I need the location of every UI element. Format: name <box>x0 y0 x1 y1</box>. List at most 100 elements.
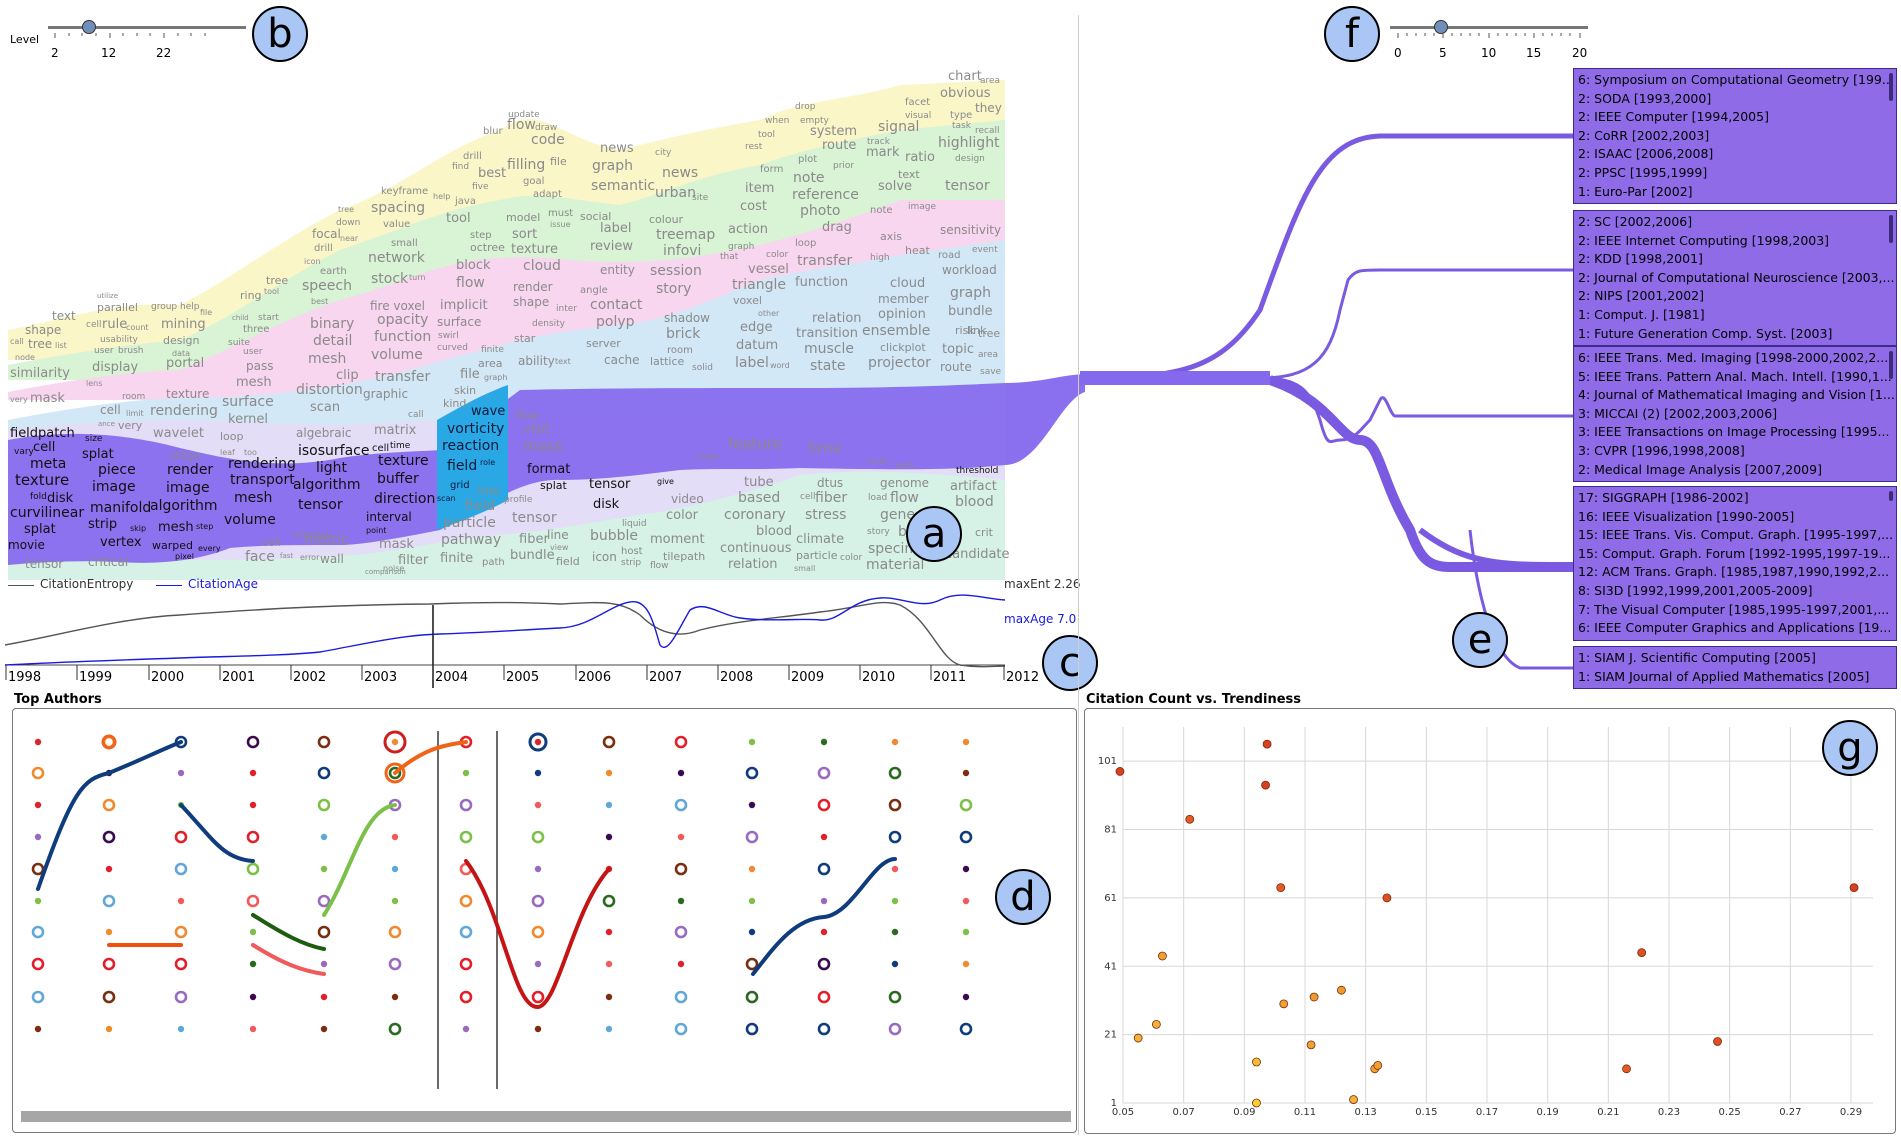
topic-word[interactable]: member <box>878 292 929 306</box>
topic-word[interactable]: opacity <box>377 312 429 328</box>
author-dot[interactable] <box>459 894 473 908</box>
panel-divider[interactable] <box>1078 15 1079 1135</box>
topic-word[interactable]: flow <box>516 409 539 422</box>
author-dot[interactable] <box>391 897 399 905</box>
author-dot[interactable] <box>249 801 257 809</box>
topic-word[interactable]: transfer <box>375 369 431 385</box>
venue-dendrogram[interactable] <box>1080 60 1580 700</box>
topic-word[interactable]: display <box>92 360 139 375</box>
topic-word[interactable]: time <box>390 441 411 451</box>
topic-word[interactable]: rule <box>102 317 128 332</box>
topic-word[interactable]: text <box>555 357 571 366</box>
topic-word[interactable]: voxel <box>733 294 762 307</box>
author-dot[interactable] <box>745 957 759 971</box>
author-dot[interactable] <box>391 993 399 1001</box>
topic-word[interactable]: best <box>478 166 507 181</box>
topic-word[interactable]: rest <box>745 142 763 152</box>
topic-word[interactable]: network <box>368 250 425 266</box>
topic-word[interactable]: update <box>508 110 540 120</box>
author-dot[interactable] <box>674 798 688 812</box>
author-dot[interactable] <box>34 801 42 809</box>
scatter-point[interactable] <box>1382 893 1392 903</box>
topic-word[interactable]: video <box>671 492 704 506</box>
topic-word[interactable]: issue <box>550 220 571 229</box>
topic-word[interactable]: shape <box>25 323 62 337</box>
author-dot[interactable] <box>820 928 828 936</box>
topic-word[interactable]: mesh <box>234 490 273 506</box>
topic-word[interactable]: continuous <box>720 541 792 556</box>
scatter-point[interactable] <box>1261 780 1270 790</box>
topic-word[interactable]: field <box>556 555 580 568</box>
topic-word[interactable]: skip <box>130 524 147 533</box>
topic-word[interactable]: near <box>340 234 359 243</box>
topic-word[interactable]: star <box>514 332 536 345</box>
topic-word[interactable]: fiber <box>815 490 848 506</box>
venue-item[interactable]: 2: IEEE Computer [1994,2005] <box>1578 109 1769 125</box>
topic-word[interactable]: photo <box>800 203 841 219</box>
topic-word[interactable]: triangle <box>732 277 786 293</box>
topic-word[interactable]: relation <box>728 557 778 572</box>
topic-word[interactable]: matrix <box>374 423 417 438</box>
author-dot[interactable] <box>959 830 973 844</box>
topic-word[interactable]: detail <box>313 333 353 349</box>
author-dot[interactable] <box>459 957 473 971</box>
topic-word[interactable]: flow <box>650 561 669 571</box>
venue-group-box[interactable]: 6: Symposium on Computational Geometry [… <box>1573 68 1897 205</box>
author-dot[interactable] <box>531 925 545 939</box>
topic-word[interactable]: text <box>898 168 920 181</box>
author-dot[interactable] <box>748 928 756 936</box>
topic-word[interactable]: entity <box>600 263 635 277</box>
year-slider-handle[interactable] <box>1434 20 1448 34</box>
topic-word[interactable]: solve <box>878 179 913 194</box>
topic-word[interactable]: usability <box>100 335 138 345</box>
venue-item[interactable]: 15: Comput. Graph. Forum [1992-1995,1997… <box>1578 545 1891 561</box>
author-dot[interactable] <box>888 798 902 812</box>
topic-word[interactable]: transfer <box>797 253 853 269</box>
topic-word[interactable]: step <box>196 522 214 531</box>
topic-word[interactable]: reference <box>792 187 859 203</box>
author-dot[interactable] <box>677 897 685 905</box>
topic-word[interactable]: crit <box>975 526 993 539</box>
topic-word[interactable]: loop <box>795 238 817 249</box>
author-dot[interactable] <box>174 862 188 876</box>
author-dot[interactable] <box>891 897 899 905</box>
topic-word[interactable]: shadow <box>664 311 710 325</box>
topic-word[interactable]: cache <box>604 353 640 367</box>
author-dot[interactable] <box>177 897 185 905</box>
scatter-point[interactable] <box>1158 951 1167 961</box>
topic-word[interactable]: graph <box>950 285 991 301</box>
author-dot[interactable] <box>602 894 616 908</box>
topic-word[interactable]: brick <box>666 326 701 342</box>
topic-word[interactable]: fast <box>280 552 294 560</box>
topic-word[interactable]: splat <box>24 522 56 537</box>
author-dot[interactable] <box>817 990 831 1004</box>
topic-word[interactable]: route <box>822 138 857 153</box>
topic-word[interactable]: plot <box>798 154 818 165</box>
topic-word[interactable]: cell <box>33 440 56 455</box>
topic-word[interactable]: projector <box>293 530 329 539</box>
topic-word[interactable]: comparison <box>365 568 406 576</box>
author-dot[interactable] <box>317 894 331 908</box>
venue-group-box[interactable]: 1: SIAM J. Scientific Computing [2005]1:… <box>1573 646 1897 690</box>
topic-word[interactable]: semantic <box>591 178 656 194</box>
topic-word[interactable]: threshold <box>956 466 999 476</box>
topic-word[interactable]: signal <box>878 119 920 135</box>
topic-word[interactable]: cell <box>86 320 102 330</box>
author-dot[interactable] <box>605 993 613 1001</box>
topic-word[interactable]: projector <box>868 355 931 371</box>
topic-word[interactable]: material <box>866 557 925 573</box>
topic-word[interactable]: very <box>10 395 28 404</box>
venue-item[interactable]: 17: SIGGRAPH [1986-2002] <box>1578 490 1749 505</box>
topic-word[interactable]: that <box>720 252 739 262</box>
topic-word[interactable]: suite <box>228 338 250 348</box>
author-dot[interactable] <box>317 925 331 939</box>
topic-word[interactable]: visit <box>523 422 550 437</box>
topic-word[interactable]: flow <box>456 275 485 291</box>
topic-word[interactable]: flow <box>507 117 536 133</box>
topic-word[interactable]: facet <box>905 97 931 108</box>
topic-word[interactable]: high <box>870 253 890 263</box>
venue-item[interactable]: 1: SIAM J. Scientific Computing [2005] <box>1578 650 1816 665</box>
topic-word[interactable]: bundle <box>510 548 555 563</box>
topic-word[interactable]: render <box>167 462 214 478</box>
topic-word[interactable]: algebraic <box>296 426 352 440</box>
